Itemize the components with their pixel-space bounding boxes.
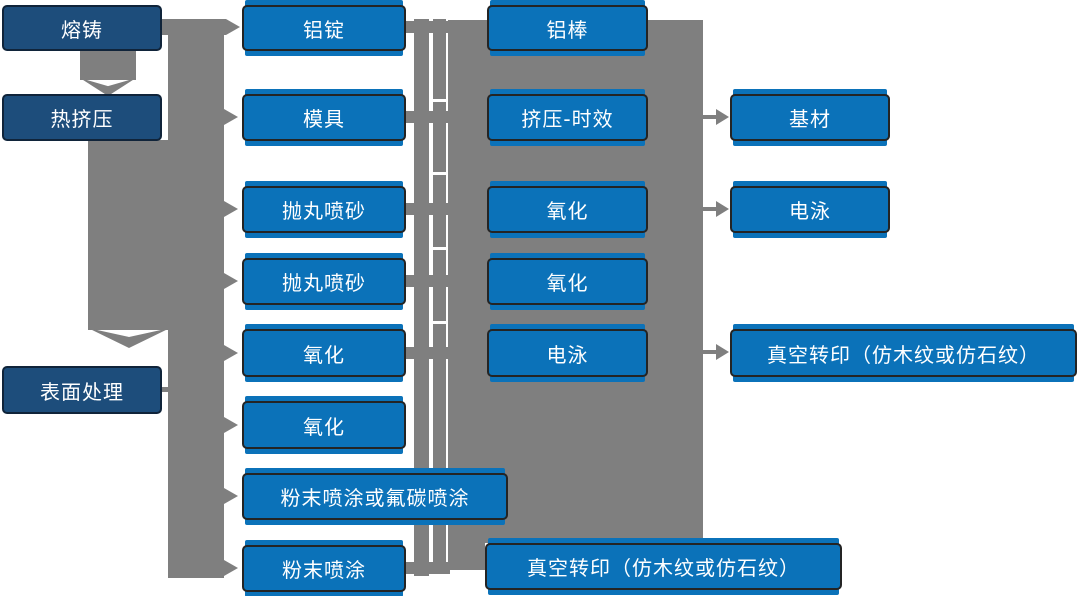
- node-powder-or-fluorocarbon: 粉末喷涂或氟碳喷涂: [242, 473, 508, 520]
- node-melting-casting: 熔铸: [2, 5, 162, 51]
- node-label: 真空转印（仿木纹或仿石纹）: [767, 342, 1040, 367]
- arrow-hot-extrusion-to-surface-head: [88, 328, 170, 348]
- bus-arrowhead-oxidation-2: [224, 417, 238, 433]
- node-label: 表面处理: [40, 379, 124, 404]
- node-shot-blast-2: 抛丸喷砂: [242, 258, 406, 305]
- node-surface-treatment: 表面处理: [2, 366, 162, 414]
- bus-arrowhead-shot-blast-1: [224, 201, 238, 217]
- node-vacuum-transfer-2: 真空转印（仿木纹或仿石纹）: [485, 543, 842, 590]
- node-label: 氧化: [303, 342, 345, 367]
- node-label: 粉末喷涂: [282, 558, 366, 582]
- node-label: 热挤压: [50, 107, 114, 131]
- bus-arrowhead-aluminum-ingot: [226, 19, 240, 35]
- bar-b-gap-4: [433, 321, 446, 324]
- node-label: 抛丸喷砂: [282, 271, 366, 295]
- node-vacuum-transfer-1: 真空转印（仿木纹或仿石纹）: [730, 329, 1077, 377]
- node-label: 粉末喷涂或氟碳喷涂: [280, 486, 470, 510]
- bar-b-gap-2: [433, 172, 446, 175]
- node-label: 模具: [303, 107, 345, 131]
- node-label: 铝锭: [303, 17, 345, 42]
- node-electrophoresis-1: 电泳: [487, 329, 648, 377]
- node-oxidation-4: 氧化: [487, 258, 648, 305]
- node-extrusion-aging: 挤压-时效: [487, 94, 648, 141]
- node-mold: 模具: [242, 94, 406, 141]
- bus-arrowhead-oxidation-1: [224, 345, 238, 361]
- node-oxidation-2: 氧化: [242, 401, 406, 449]
- bus-arrowhead-powder-coating: [224, 560, 238, 576]
- node-label: 氧化: [303, 414, 345, 439]
- node-electrophoresis-2: 电泳: [730, 186, 890, 233]
- bar-b-gap-3: [433, 247, 446, 250]
- node-aluminum-ingot: 铝锭: [242, 5, 406, 51]
- node-hot-extrusion: 热挤压: [2, 94, 162, 141]
- arrow-electrophoresis-to-vacuum-head: [716, 344, 729, 360]
- arrow-hot-extrusion-to-surface-shaft: [88, 140, 170, 330]
- node-label: 熔铸: [61, 17, 103, 42]
- collector-bar-a: [414, 19, 429, 576]
- arrow-oxidation-to-electrophoresis-stub: [703, 207, 718, 211]
- node-oxidation-1: 氧化: [242, 329, 406, 377]
- node-base-material: 基材: [730, 94, 890, 141]
- node-label: 抛丸喷砂: [282, 199, 366, 223]
- bar-b-gap-1: [433, 99, 446, 102]
- node-label: 电泳: [546, 342, 589, 367]
- node-label: 铝棒: [546, 17, 589, 42]
- arrow-extrusion-aging-to-base-stub: [703, 115, 718, 119]
- node-aluminum-rod: 铝棒: [487, 5, 648, 51]
- arrow-oxidation-to-electrophoresis-head: [716, 201, 729, 217]
- node-label: 基材: [789, 107, 831, 131]
- node-oxidation-3: 氧化: [487, 186, 648, 233]
- node-shot-blast-1: 抛丸喷砂: [242, 186, 406, 233]
- arrow-extrusion-aging-to-base-head: [716, 109, 729, 125]
- arrow-melting-to-hot-extrusion-shaft: [80, 46, 136, 80]
- node-label: 氧化: [546, 271, 589, 295]
- bus-arrowhead-mold: [224, 109, 238, 125]
- bus-arrowhead-shot-blast-2: [224, 273, 238, 289]
- bus-left-vertical: [168, 19, 224, 578]
- arrow-electrophoresis-to-vacuum-stub: [703, 350, 718, 354]
- node-label: 挤压-时效: [521, 107, 614, 131]
- bus-arrowhead-powder-or-fluorocarbon: [224, 488, 238, 504]
- node-label: 电泳: [789, 199, 831, 223]
- node-label: 氧化: [546, 199, 589, 223]
- node-powder-coating: 粉末喷涂: [242, 545, 406, 592]
- surface-treatment-stub: [162, 387, 178, 392]
- collector-bar-b: [433, 19, 446, 568]
- node-label: 真空转印（仿木纹或仿石纹）: [527, 556, 800, 580]
- central-block-foot: [448, 530, 485, 570]
